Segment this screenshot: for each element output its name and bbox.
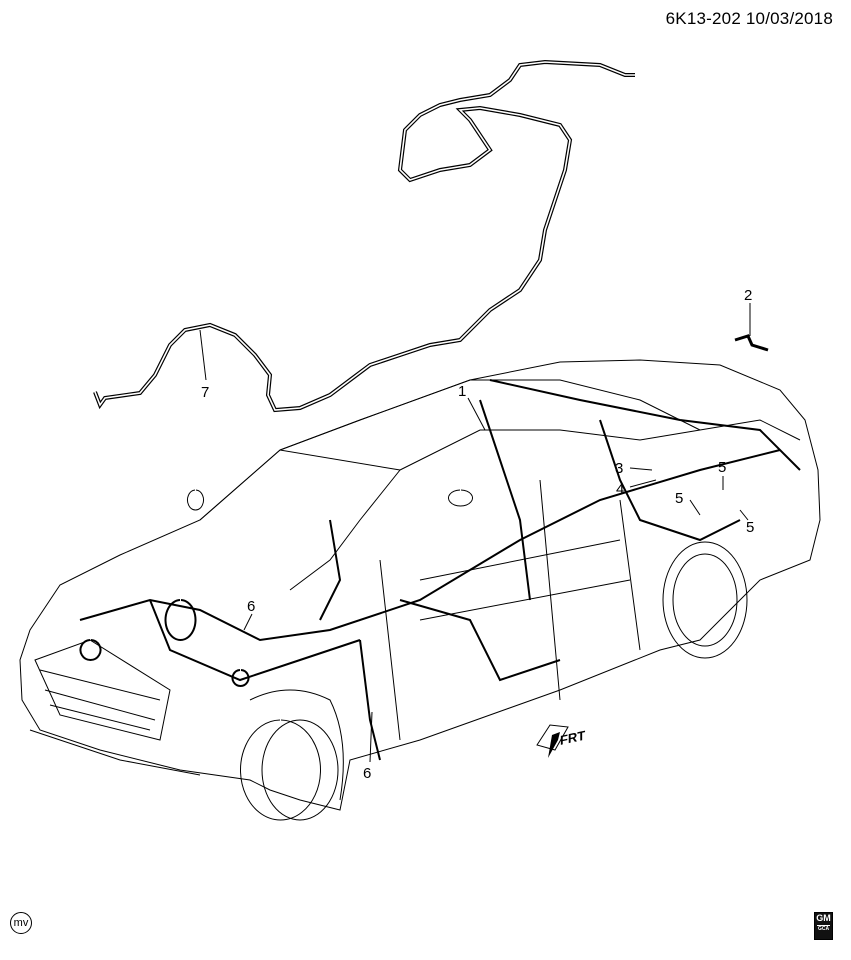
callout-1: 1 bbox=[458, 383, 466, 400]
part-7-cable bbox=[93, 59, 635, 413]
frt-label: FRT bbox=[560, 728, 585, 748]
callout-7: 7 bbox=[201, 384, 209, 401]
callout-5: 5 bbox=[675, 490, 683, 507]
part-2-bracket bbox=[734, 334, 769, 352]
callout-6: 6 bbox=[247, 598, 255, 615]
diagram-code-date: 6K13-202 10/03/2018 bbox=[665, 9, 833, 28]
callout-leaders bbox=[199, 303, 751, 763]
front-direction-arrow-icon: FRT bbox=[536, 724, 585, 758]
callout-4: 4 bbox=[616, 481, 624, 498]
callout-6: 6 bbox=[363, 765, 371, 782]
body-wiring-harness bbox=[79, 379, 801, 761]
callout-5: 5 bbox=[718, 459, 726, 476]
mv-logo: mv bbox=[10, 912, 32, 934]
car-body-outline bbox=[19, 359, 821, 821]
callout-2: 2 bbox=[744, 287, 752, 304]
callout-3: 3 bbox=[615, 460, 623, 477]
callout-5: 5 bbox=[746, 519, 754, 536]
